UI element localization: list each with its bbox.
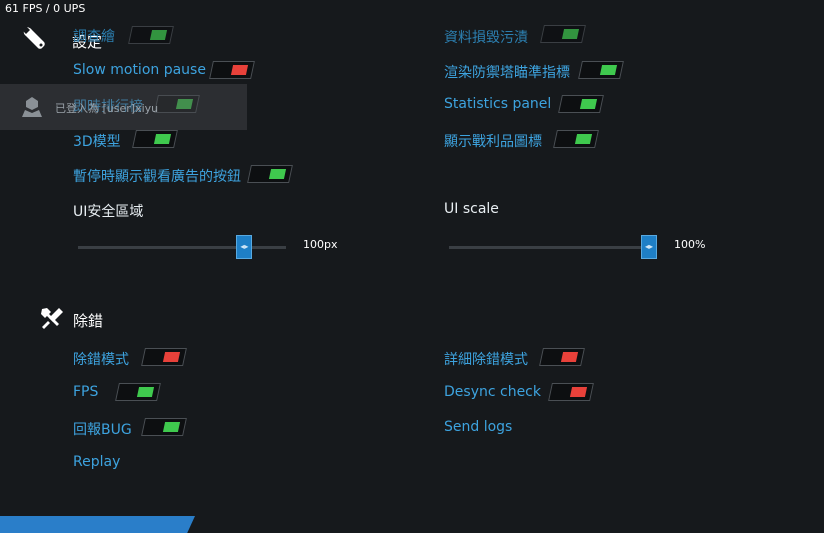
- ui-safe-area-value: 100px: [303, 238, 338, 251]
- ui-safe-area-handle[interactable]: ◂▸: [236, 235, 253, 259]
- login-overlay: [0, 84, 247, 130]
- ui-scale-track[interactable]: [449, 246, 649, 249]
- setting-label-slow-motion: Slow motion pause: [73, 62, 206, 78]
- fps-counter: 61 FPS / 0 UPS: [5, 2, 86, 15]
- debug-label-fps: FPS: [73, 384, 99, 400]
- debug-label-report-bug: 回報BUG: [73, 422, 132, 438]
- toggle-statistics[interactable]: [558, 95, 604, 113]
- toggle-report-bug[interactable]: [141, 418, 187, 436]
- debug-title: 除錯: [73, 312, 104, 330]
- toggle-tower-aim[interactable]: [578, 61, 624, 79]
- toggle-left-0[interactable]: [128, 26, 174, 44]
- ui-safe-area-label: UI安全區域: [73, 204, 144, 220]
- toggle-slow-motion[interactable]: [209, 61, 255, 79]
- ui-scale-value: 100%: [674, 238, 706, 251]
- bottom-accent-bar: [0, 516, 195, 533]
- settings-title: 設定: [72, 33, 103, 51]
- setting-label-statistics: Statistics panel: [444, 96, 552, 112]
- user-icon: [20, 96, 44, 122]
- toggle-debug-mode[interactable]: [141, 348, 187, 366]
- replay-link[interactable]: Replay: [73, 454, 121, 470]
- tools-icon: [39, 306, 65, 334]
- toggle-fps[interactable]: [115, 383, 161, 401]
- setting-label-3d-model: 3D模型: [73, 134, 121, 150]
- ui-scale-handle[interactable]: ◂▸: [641, 235, 657, 259]
- login-overlay-text: 已登入為 [user]xiyu: [55, 102, 159, 115]
- setting-label-ad-button: 暫停時顯示觀看廣告的按鈕: [73, 169, 241, 185]
- debug-label-desync-check: Desync check: [444, 384, 541, 400]
- setting-label-loot-icon: 顯示戰利品圖標: [444, 134, 542, 150]
- ui-scale-label: UI scale: [444, 201, 499, 217]
- toggle-desync-check[interactable]: [548, 383, 594, 401]
- toggle-loot-icon[interactable]: [553, 130, 599, 148]
- setting-label-left-0: 調查繪: [73, 29, 115, 45]
- ui-safe-area-track[interactable]: [78, 246, 286, 249]
- setting-label-leaderboard: 即時排行榜: [73, 99, 143, 115]
- setting-label-data-corruption: 資料損毀污漬: [444, 30, 528, 46]
- toggle-ad-button[interactable]: [247, 165, 293, 183]
- toggle-data-corruption[interactable]: [540, 25, 586, 43]
- setting-label-tower-aim: 渲染防禦塔瞄準指標: [444, 65, 570, 81]
- debug-label-debug-mode: 除錯模式: [73, 352, 129, 368]
- wrench-icon: [20, 24, 52, 58]
- toggle-3d-model[interactable]: [132, 130, 178, 148]
- toggle-verbose-debug[interactable]: [539, 348, 585, 366]
- send-logs-link[interactable]: Send logs: [444, 419, 513, 435]
- debug-label-verbose-debug: 詳細除錯模式: [444, 352, 528, 368]
